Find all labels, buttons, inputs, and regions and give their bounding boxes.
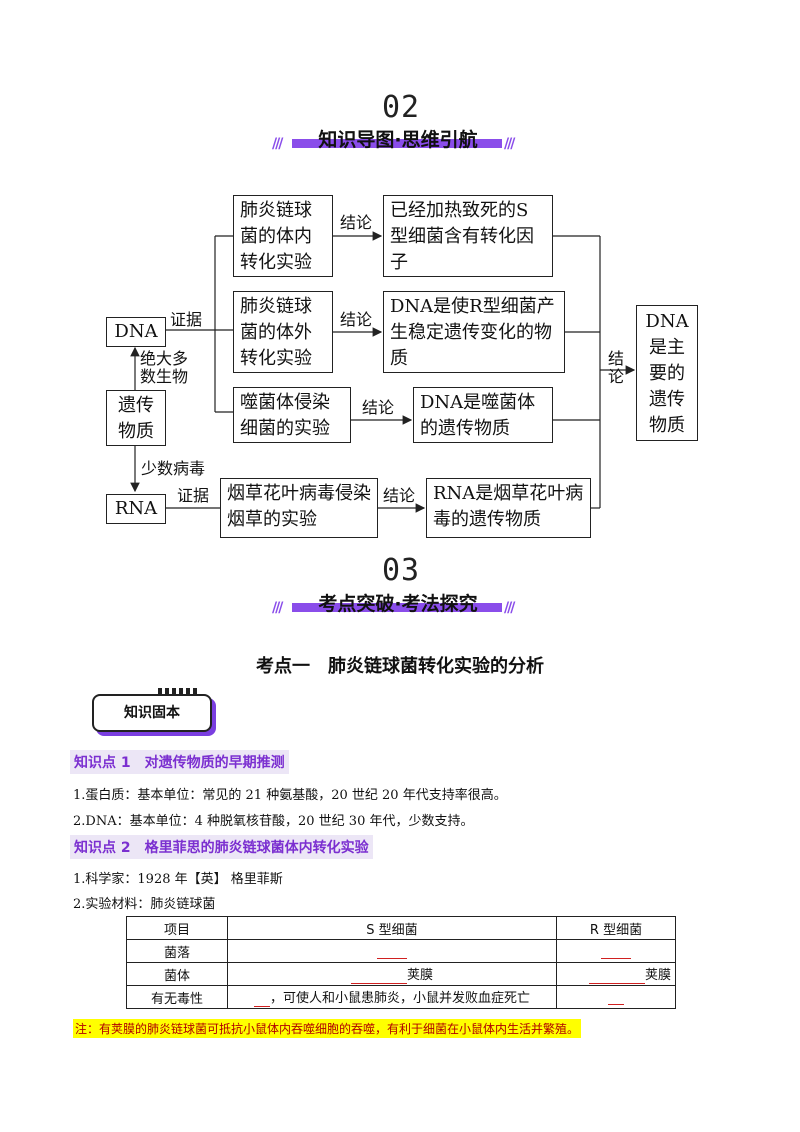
genetic-material-box: 遗传物质 — [106, 390, 166, 446]
topic-heading: 考点一 肺炎链球菌转化实验的分析 — [256, 656, 544, 677]
section-title-bar — [292, 139, 502, 148]
highlighted-note: 注：有荚膜的肺炎链球菌可抵抗小鼠体内吞噬细胞的吞噬，有利于细菌在小鼠体内生活并繁… — [73, 1019, 582, 1038]
cell-text: 荚膜 — [644, 968, 671, 983]
decor-slash: /// — [504, 136, 515, 152]
section-number: 03 — [377, 553, 421, 588]
experiment-in-vitro-box: 肺炎链球菌的体外转化实验 — [233, 291, 333, 373]
fill-blank[interactable] — [377, 943, 407, 959]
cell-text: ，可使人和小鼠患肺炎，小鼠并发败血症死亡 — [269, 991, 530, 1006]
decor-slash: /// — [272, 600, 283, 616]
table-cell: ，可使人和小鼠患肺炎，小鼠并发败血症死亡 — [227, 985, 557, 1009]
decor-slash: /// — [272, 136, 283, 152]
table-row: 菌体 荚膜 荚膜 — [126, 962, 676, 986]
label-evidence: 证据 — [170, 310, 203, 329]
experiment-phage-box: 噬菌体侵染细菌的实验 — [233, 387, 351, 443]
table-cell — [556, 985, 676, 1009]
badge-dots-icon — [158, 688, 198, 696]
result-dna-transform-box: DNA是使R型细菌产生稳定遗传变化的物质 — [383, 291, 565, 373]
bacteria-table: 项目 S 型细菌 R 型细菌 菌落 菌体 荚膜 荚膜 有无毒性 ，可使人和小鼠患… — [126, 916, 676, 1009]
table-cell: 菌落 — [126, 939, 228, 963]
knowledge-point-title: 知识点 2 格里菲思的肺炎链球菌体内转化实验 — [70, 835, 373, 859]
table-cell: 荚膜 — [227, 962, 557, 986]
paragraph: 1.蛋白质：基本单位：常见的 21 种氨基酸，20 世纪 20 年代支持率很高。 — [73, 788, 507, 803]
experiment-tmv-box: 烟草花叶病毒侵染烟草的实验 — [220, 478, 378, 538]
label-conclusion: 结论 — [362, 398, 395, 417]
table-cell: 有无毒性 — [126, 985, 228, 1009]
experiment-in-vivo-box: 肺炎链球菌的体内转化实验 — [233, 195, 333, 277]
knowledge-point-title: 知识点 1 对遗传物质的早期推测 — [70, 750, 289, 774]
result-phage-dna-box: DNA是噬菌体的遗传物质 — [413, 387, 553, 443]
result-tmv-rna-box: RNA是烟草花叶病毒的遗传物质 — [426, 478, 591, 538]
paragraph: 1.科学家：1928 年【英】 格里菲斯 — [73, 872, 283, 887]
table-header-cell: 项目 — [126, 916, 228, 940]
table-row: 有无毒性 ，可使人和小鼠患肺炎，小鼠并发败血症死亡 — [126, 985, 676, 1009]
label-few-viruses: 少数病毒 — [141, 459, 206, 478]
table-header-row: 项目 S 型细菌 R 型细菌 — [126, 916, 676, 940]
cell-text: 荚膜 — [406, 968, 433, 983]
final-conclusion-box: DNA是主要的遗传物质 — [636, 305, 698, 441]
paragraph: 2.实验材料：肺炎链球菌 — [73, 897, 216, 912]
label-final-conclusion: 结论 — [608, 349, 625, 386]
table-header-cell: S 型细菌 — [227, 916, 557, 940]
section-title-bar — [292, 603, 502, 612]
label-conclusion: 结论 — [340, 213, 373, 232]
label-most-organisms: 绝大多数生物 — [140, 349, 189, 386]
result-transforming-factor-box: 已经加热致死的S型细菌含有转化因子 — [383, 195, 553, 277]
table-header-cell: R 型细菌 — [556, 916, 676, 940]
table-cell: 菌体 — [126, 962, 228, 986]
table-cell — [227, 939, 557, 963]
table-row: 菌落 — [126, 939, 676, 963]
fill-blank[interactable] — [601, 943, 631, 959]
table-cell: 荚膜 — [556, 962, 676, 986]
label-conclusion: 结论 — [340, 310, 373, 329]
paragraph: 2.DNA：基本单位：4 种脱氧核苷酸，20 世纪 30 年代，少数支持。 — [73, 814, 474, 829]
fill-blank[interactable] — [608, 989, 624, 1005]
knowledge-badge: 知识固本 — [92, 688, 212, 732]
fill-blank[interactable] — [253, 991, 270, 1007]
label-evidence: 证据 — [177, 486, 210, 505]
section-title: 考点突破·考法探究 — [318, 593, 478, 615]
fill-blank[interactable] — [588, 968, 645, 984]
label-conclusion: 结论 — [383, 486, 416, 505]
fill-blank[interactable] — [350, 968, 407, 984]
decor-slash: /// — [504, 600, 515, 616]
dna-box: DNA — [106, 317, 166, 347]
rna-box: RNA — [106, 494, 166, 524]
mindmap-connectors — [130, 231, 636, 513]
section-title: 知识导图·思维引航 — [318, 129, 478, 151]
table-cell — [556, 939, 676, 963]
badge-label: 知识固本 — [124, 705, 180, 721]
